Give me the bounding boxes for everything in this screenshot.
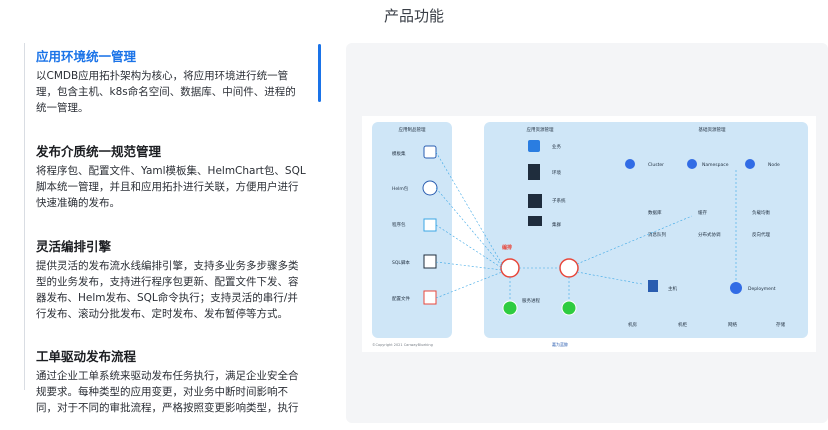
footer-logo: 嘉为蓝鲸: [552, 341, 568, 347]
process-node-2: [561, 300, 577, 316]
desc-line: 行发布、滚动分批发布、定时发布、发布暂停等方式。: [36, 308, 288, 320]
item-rack: 机柜: [678, 321, 687, 328]
cluster-icon: [528, 216, 542, 226]
environment-icon: [528, 164, 540, 180]
item-load-balancer: 负载均衡: [752, 209, 770, 216]
item-deployment: Deployment: [748, 286, 776, 292]
feature-list: 应用环境统一管理 以CMDB应用拓扑架构为核心，将应用环境进行统一管 理，包含主…: [24, 40, 324, 430]
feature-title-orchestration-engine[interactable]: 灵活编排引擎: [36, 239, 112, 254]
desc-line: 规要求。每种类型的应用变更，对业务中断时间影响不: [36, 386, 288, 398]
desc-line: 器发布、Helm发布、SQL命令执行；支持灵活的串行/并: [36, 292, 298, 304]
desc-line: 通过企业工单系统来驱动发布任务执行，满足企业安全合: [36, 370, 299, 382]
item-subsystem: 子系统: [552, 197, 566, 204]
item-config-file: 配置文件: [392, 295, 410, 302]
infra-panel-title: 基础资源管理: [699, 126, 726, 133]
desc-line: 型的业务发布，支持进行程序包更新、配置文件下发、容: [36, 276, 299, 288]
feature-desc-env-management: 以CMDB应用拓扑架构为核心，将应用环境进行统一管 理，包含主机、k8s命名空间…: [36, 68, 310, 116]
item-cluster-k8s: Cluster: [648, 162, 664, 168]
feature-title-ticket-driven[interactable]: 工单驱动发布流程: [36, 349, 137, 364]
item-sql-script: SQL脚本: [392, 259, 410, 266]
item-reverse-proxy: 反向代理: [752, 231, 770, 238]
item-cluster: 集群: [552, 221, 561, 228]
desc-line: 提供灵活的发布流水线编排引擎，支持多业务多步骤多类: [36, 260, 299, 272]
item-distributed-coordination: 分布式协调: [698, 231, 721, 238]
item-program-package: 程序包: [392, 221, 406, 228]
sql-icon: [423, 254, 437, 269]
helm-icon: [422, 180, 438, 196]
k8s-cluster-icon: [625, 159, 635, 169]
item-business: 业务: [552, 143, 561, 150]
desc-line: 将程序包、配置文件、Yaml模板集、HelmChart包、SQL: [36, 165, 306, 177]
subsystem-icon: [528, 194, 542, 208]
host-icon: [648, 280, 658, 292]
architecture-svg: 应用制品管理 应用资源管理 基础资源管理 模板集 Helm包 程序包 SQL脚本…: [372, 122, 808, 347]
template-set-icon: [423, 145, 437, 159]
item-database: 数据库: [648, 209, 662, 216]
desc-line: 统一管理。: [36, 102, 89, 114]
service-process-label: 服务进程: [522, 297, 540, 304]
feature-desc-ticket-driven: 通过企业工单系统来驱动发布任务执行，满足企业安全合 规要求。每种类型的应用变更，…: [36, 368, 310, 416]
item-storage: 存储: [776, 321, 785, 328]
node-icon: [745, 159, 755, 169]
orchestrate-label: 编排: [502, 244, 512, 251]
item-node: Node: [768, 162, 780, 168]
desc-line: 理，包含主机、k8s命名空间、数据库、中间件、进程的: [36, 86, 296, 98]
connector-lines: [435, 151, 737, 301]
architecture-diagram: 应用制品管理 应用资源管理 基础资源管理 模板集 Helm包 程序包 SQL脚本…: [362, 116, 816, 352]
resource-panel-title: 应用资源管理: [527, 126, 554, 133]
item-message-queue: 消息队列: [648, 231, 666, 238]
artifact-panel: [372, 122, 452, 338]
desc-line: 以CMDB应用拓扑架构为核心，将应用环境进行统一管: [36, 70, 289, 82]
artifact-panel-title: 应用制品管理: [399, 126, 426, 133]
orchestrator-node-1: [500, 258, 520, 278]
feature-title-media-management[interactable]: 发布介质统一规范管理: [36, 144, 162, 159]
desc-line: 同，对于不同的审批流程，严格按照变更影响类型，执行: [36, 402, 299, 414]
orchestrator-node-2: [559, 258, 579, 278]
feature-desc-orchestration-engine: 提供灵活的发布流水线编排引擎，支持多业务多步骤多类 型的业务发布，支持进行程序包…: [36, 258, 310, 322]
item-machine-room: 机房: [628, 321, 637, 328]
deployment-icon: [730, 282, 742, 294]
feature-title-env-management[interactable]: 应用环境统一管理: [36, 49, 137, 64]
left-divider-line: [24, 43, 25, 390]
desc-line: 快速准确的发布。: [36, 197, 120, 209]
feature-desc-media-management: 将程序包、配置文件、Yaml模板集、HelmChart包、SQL 脚本统一管理，…: [36, 163, 310, 211]
item-namespace: Namespace: [702, 162, 729, 168]
infra-panel: [610, 122, 808, 338]
item-host: 主机: [668, 285, 677, 292]
item-network: 网络: [728, 321, 737, 328]
item-environment: 环境: [552, 169, 561, 176]
process-node-1: [502, 300, 518, 316]
config-file-icon: [423, 290, 437, 305]
desc-line: 脚本统一管理，并且和应用拓扑进行关联，方便用户进行: [36, 181, 299, 193]
footer-copyright: ©Copyright 2021 CanwayBlueking: [372, 343, 433, 347]
business-icon: [528, 140, 540, 152]
active-indicator: [318, 44, 321, 102]
item-helm-package: Helm包: [392, 185, 409, 192]
package-icon: [423, 218, 437, 232]
resource-panel: [484, 122, 622, 338]
namespace-icon: [687, 159, 697, 169]
item-template-set: 模板集: [392, 150, 406, 157]
item-cache: 缓存: [698, 209, 707, 216]
page-title: 产品功能: [383, 7, 444, 25]
